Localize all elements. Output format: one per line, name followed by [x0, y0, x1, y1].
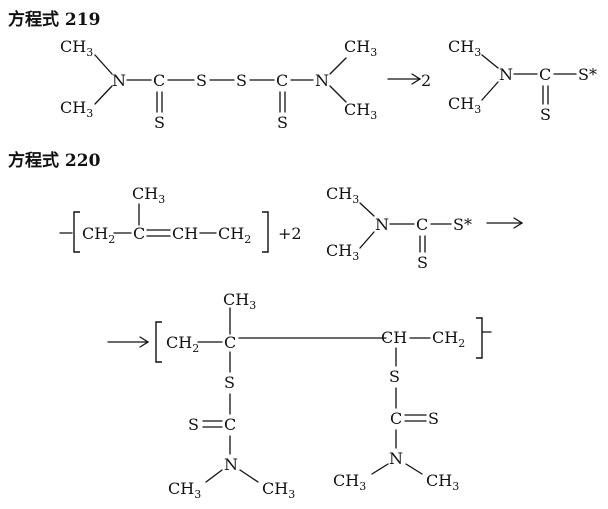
- equation-220-reactant-polyisoprene-unit: CH2 C CH3 CH CH2: [59, 184, 269, 253]
- methine-group: CH: [381, 328, 407, 347]
- sulfur-atom: S: [277, 113, 288, 132]
- nitrogen-atom: N: [112, 71, 126, 90]
- methyl-group: CH3: [448, 37, 481, 59]
- carbon-atom: C: [416, 215, 428, 234]
- methylene-group: CH2: [218, 224, 251, 246]
- equation-219-reactant-thiuram-disulfide: CH3 CH3 N C S S S C S N CH3 CH3: [60, 37, 377, 132]
- carbon-atom: C: [276, 71, 288, 90]
- sulfur-radical: S*: [578, 65, 597, 84]
- equation-219-heading: 方程式 219: [8, 9, 100, 30]
- methyl-group: CH3: [168, 479, 201, 501]
- equation-220-reaction-arrow-1: [486, 217, 524, 229]
- methyl-group: CH3: [132, 184, 165, 206]
- methylene-group: CH2: [432, 328, 465, 350]
- carbon-atom: C: [390, 409, 402, 428]
- sulfur-atom: S: [389, 367, 400, 386]
- equation-219-reaction-arrow: [387, 73, 422, 85]
- methine-group: CH: [172, 224, 198, 243]
- nitrogen-atom: N: [375, 215, 389, 234]
- methyl-group: CH3: [262, 479, 295, 501]
- methyl-group: CH3: [60, 98, 93, 120]
- sulfur-radical: S*: [453, 215, 472, 234]
- equation-220-reaction-arrow-2: [107, 336, 150, 348]
- sulfur-atom: S: [236, 71, 247, 90]
- nitrogen-atom: N: [315, 71, 329, 90]
- carbon-atom: C: [224, 415, 236, 434]
- equation-219-coefficient: 2: [421, 71, 431, 90]
- carbon-atom: C: [539, 65, 551, 84]
- equation-220-coefficient: +2: [278, 224, 302, 243]
- nitrogen-atom: N: [389, 449, 403, 468]
- carbon-atom: C: [153, 71, 165, 90]
- carbon-atom: C: [224, 333, 236, 352]
- methyl-group: CH3: [448, 94, 481, 116]
- sulfur-atom: S: [188, 415, 199, 434]
- methyl-group: CH3: [223, 290, 256, 312]
- sulfur-atom: S: [224, 373, 235, 392]
- methyl-group: CH3: [326, 241, 359, 263]
- sulfur-atom: S: [196, 71, 207, 90]
- equation-220-heading: 方程式 220: [8, 150, 101, 171]
- nitrogen-atom: N: [224, 455, 238, 474]
- equation-219-product-dithiocarbamate-radical: CH3 CH3 N C S S*: [448, 37, 597, 124]
- nitrogen-atom: N: [499, 65, 513, 84]
- carbon-atom: C: [133, 224, 145, 243]
- methylene-group: CH2: [166, 333, 199, 355]
- sulfur-atom: S: [154, 113, 165, 132]
- sulfur-atom: S: [417, 253, 428, 272]
- methyl-group: CH3: [333, 471, 366, 493]
- methylene-group: CH2: [82, 224, 115, 246]
- methyl-group: CH3: [426, 471, 459, 493]
- sulfur-atom: S: [428, 409, 439, 428]
- sulfur-atom: S: [540, 105, 551, 124]
- methyl-group: CH3: [344, 37, 377, 59]
- methyl-group: CH3: [344, 100, 377, 122]
- equation-220-product-crosslinked-polymer: CH2 C CH3 CH CH2 S S C N CH3 CH3 S C S N: [155, 290, 492, 501]
- methyl-group: CH3: [326, 184, 359, 206]
- methyl-group: CH3: [60, 37, 93, 59]
- equation-220-reactant-dithiocarbamate-radical: CH3 CH3 N C S S*: [326, 184, 472, 272]
